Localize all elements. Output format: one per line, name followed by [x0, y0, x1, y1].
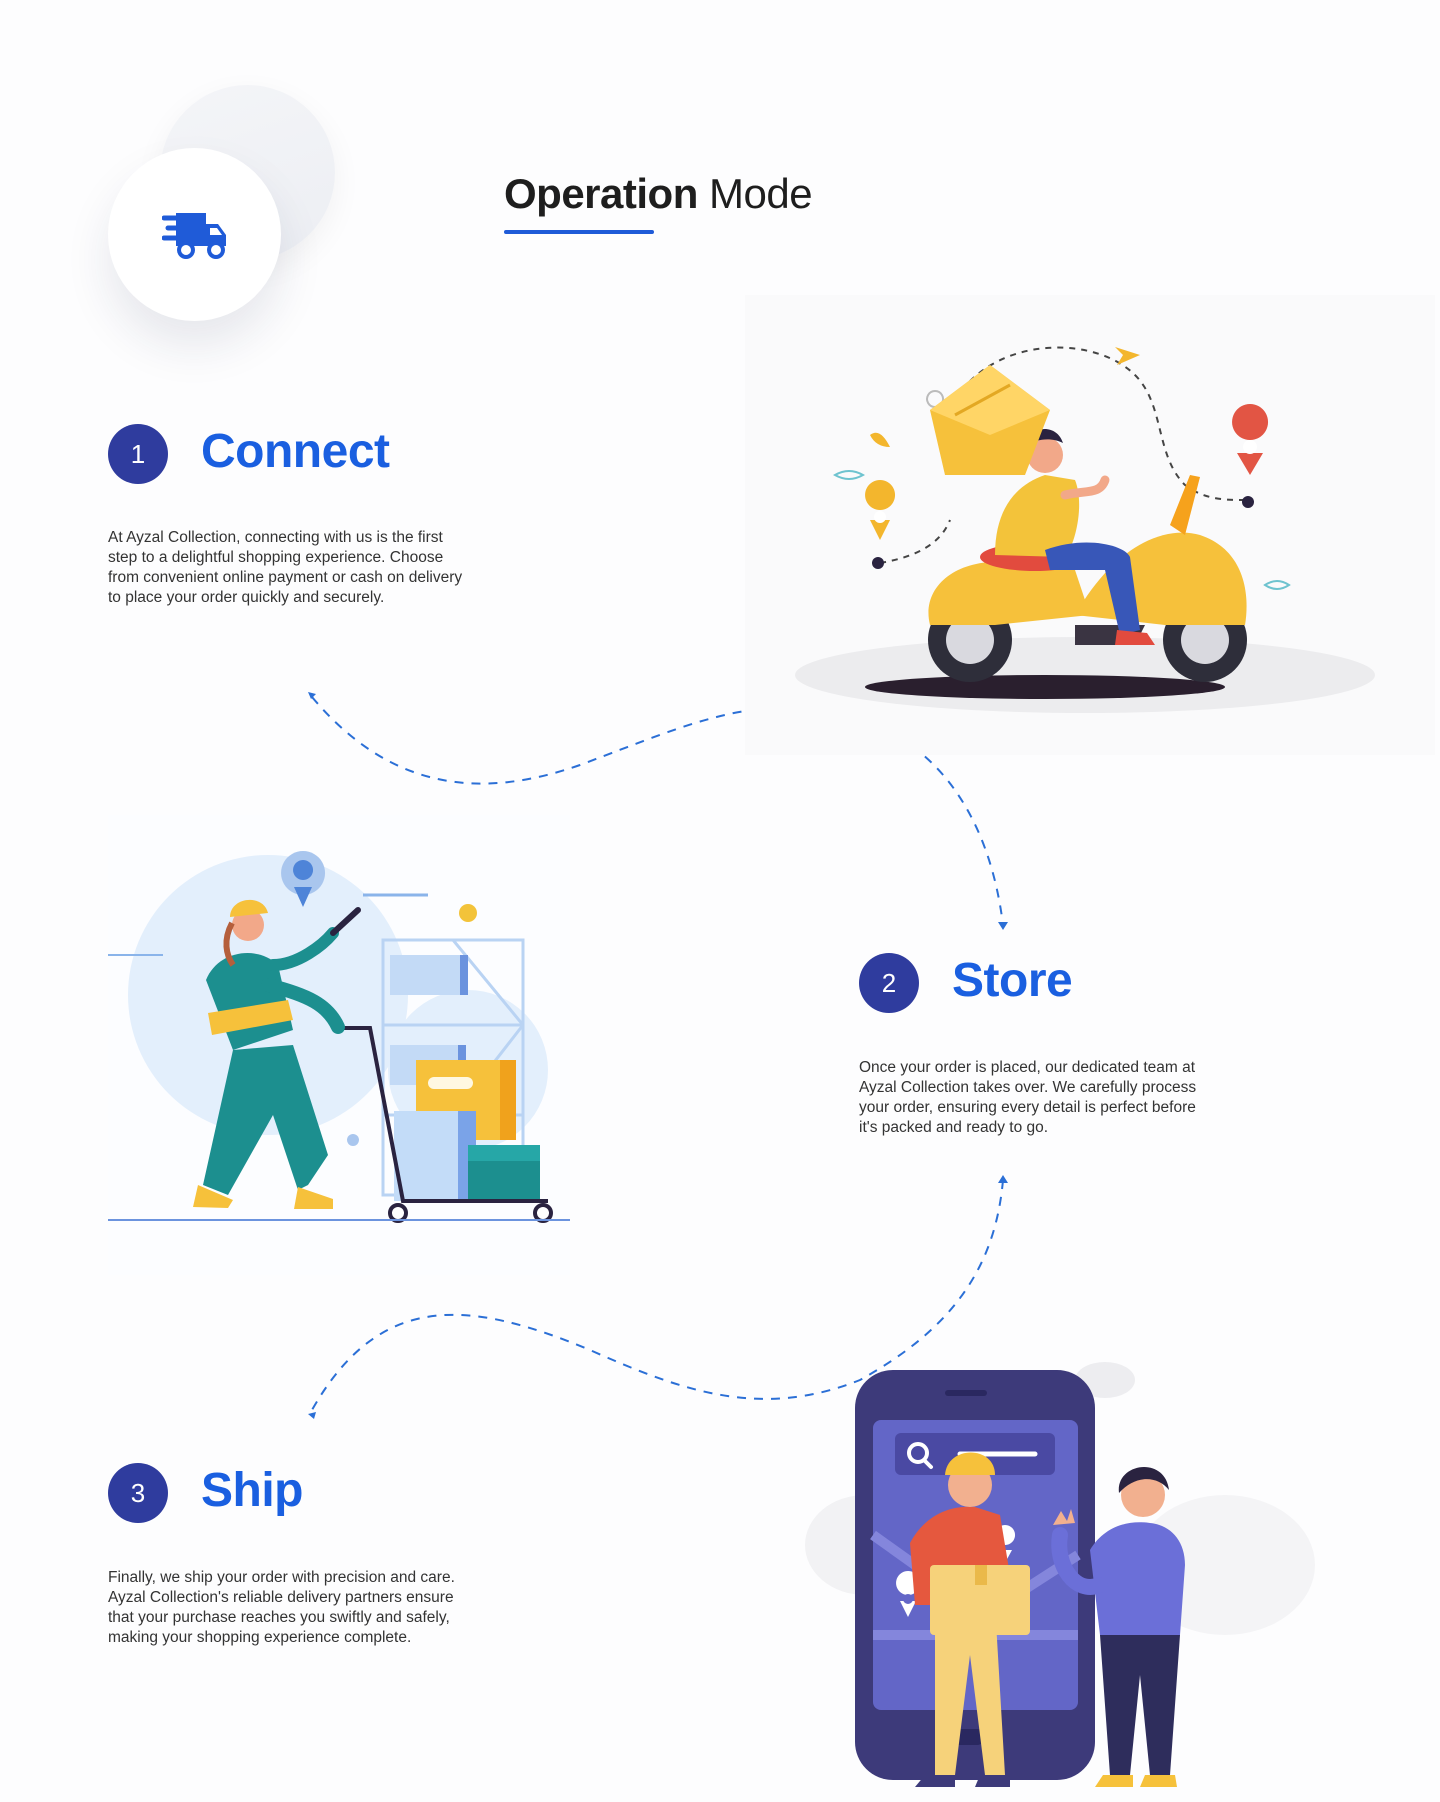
step-2-badge: 2: [859, 953, 919, 1013]
title-underline: [504, 230, 654, 234]
step-2-title: Store: [952, 954, 1073, 1007]
delivery-truck-icon: [161, 212, 226, 259]
step-3-title: Ship: [201, 1464, 304, 1517]
step-3-description: Finally, we ship your order with precisi…: [108, 1569, 455, 1646]
page-title-strong: Operation: [504, 170, 698, 217]
step-1-badge: 1: [108, 424, 168, 484]
hero-icon-bubble: [108, 148, 281, 321]
page-title-light: Mode: [709, 170, 813, 217]
warehouse-worker-illustration: [108, 815, 570, 1275]
package-handover-illustration: [805, 1362, 1315, 1787]
page-title: Operation Mode: [504, 170, 813, 218]
step-1-title: Connect: [201, 425, 390, 478]
scooter-delivery-illustration: [745, 295, 1435, 755]
step-3-badge: 3: [108, 1463, 168, 1523]
step-1-description: At Ayzal Collection, connecting with us …: [108, 529, 463, 606]
step-2-description: Once your order is placed, our dedicated…: [859, 1059, 1197, 1136]
